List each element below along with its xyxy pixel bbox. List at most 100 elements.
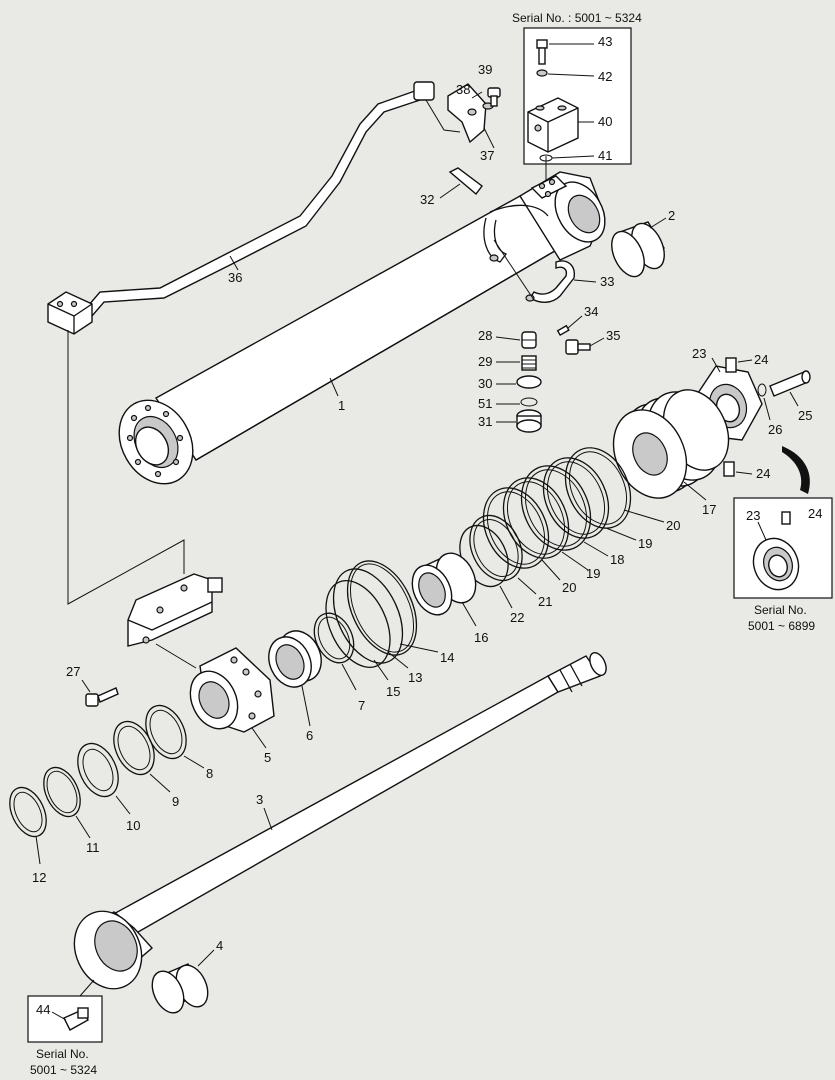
label-8: 8: [206, 766, 213, 781]
piston-rod-3[interactable]: [62, 650, 609, 1000]
set-screw-24-inset: [781, 511, 791, 525]
washer-42[interactable]: [536, 69, 548, 77]
label-14: 14: [440, 650, 454, 665]
piston-17[interactable]: [600, 379, 741, 510]
label-36: 36: [228, 270, 242, 285]
label-26: 26: [768, 422, 782, 437]
ring-14[interactable]: [334, 550, 431, 666]
label-29: 29: [478, 354, 492, 369]
ring-13[interactable]: [320, 558, 417, 674]
label-3: 3: [256, 792, 263, 807]
label-5: 5: [264, 750, 271, 765]
seal-10[interactable]: [70, 737, 126, 803]
seal-11[interactable]: [37, 762, 88, 823]
serial-note-top: Serial No. : 5001 ~ 5324: [512, 11, 642, 25]
valve-28[interactable]: [521, 331, 537, 349]
label-20-upper: 20: [666, 518, 680, 533]
serial-note-right-1: Serial No.: [754, 603, 807, 617]
seal-9[interactable]: [106, 715, 162, 781]
set-screw-24-top[interactable]: [725, 357, 737, 373]
label-25: 25: [798, 408, 812, 423]
pipe-36[interactable]: [72, 81, 435, 317]
clamp-33[interactable]: [525, 260, 575, 303]
label-39: 39: [478, 62, 492, 77]
bushing-6[interactable]: [261, 624, 329, 694]
label-35: 35: [606, 328, 620, 343]
rod-cover-block: [127, 573, 223, 647]
label-18: 18: [610, 552, 624, 567]
label-24-mid: 24: [756, 466, 770, 481]
label-15: 15: [386, 684, 400, 699]
set-screw-24-bottom[interactable]: [723, 461, 735, 477]
label-34: 34: [584, 304, 598, 319]
nut-23-inset: [752, 537, 800, 591]
label-37: 37: [480, 148, 494, 163]
cylinder-tube-1[interactable]: [105, 195, 562, 497]
label-9: 9: [172, 794, 179, 809]
label-16: 16: [474, 630, 488, 645]
label-32: 32: [420, 192, 434, 207]
serial-note-bottom-2: 5001 ~ 5324: [30, 1063, 97, 1077]
label-13: 13: [408, 670, 422, 685]
label-43: 43: [598, 34, 612, 49]
ring-19-upper[interactable]: [531, 447, 621, 548]
label-12: 12: [32, 870, 46, 885]
bolt-35[interactable]: [565, 339, 591, 355]
bushing-16[interactable]: [405, 547, 484, 621]
label-23-inset: 23: [746, 508, 760, 523]
label-20-lower: 20: [562, 580, 576, 595]
bushing-4[interactable]: [146, 960, 214, 1018]
connector-block-36: [47, 291, 93, 335]
block-40[interactable]: [527, 97, 579, 153]
label-33: 33: [600, 274, 614, 289]
label-24-top: 24: [754, 352, 768, 367]
label-24-inset: 24: [808, 506, 822, 521]
pin-34[interactable]: [556, 324, 570, 337]
band-32[interactable]: [448, 167, 549, 263]
ring-30[interactable]: [516, 375, 542, 389]
label-28: 28: [478, 328, 492, 343]
label-10: 10: [126, 818, 140, 833]
label-7: 7: [358, 698, 365, 713]
o-ring-26[interactable]: [757, 383, 767, 397]
label-11: 11: [86, 840, 100, 855]
bolt-27[interactable]: [85, 687, 119, 707]
spring-29[interactable]: [521, 355, 537, 371]
arrow-to-inset-icon: [782, 446, 810, 494]
label-2: 2: [668, 208, 675, 223]
label-42: 42: [598, 69, 612, 84]
grease-fitting-44[interactable]: [63, 1007, 89, 1031]
plug-31[interactable]: [516, 409, 542, 433]
serial-note-bottom-1: Serial No.: [36, 1047, 89, 1061]
label-21: 21: [538, 594, 552, 609]
ring-20-upper[interactable]: [553, 437, 643, 538]
label-23-top: 23: [692, 346, 706, 361]
label-19-lower: 19: [586, 566, 600, 581]
o-ring-51[interactable]: [520, 397, 538, 407]
seal-8[interactable]: [138, 699, 194, 765]
bolt-39[interactable]: [487, 87, 501, 107]
cylinder-head-eye: [519, 171, 606, 261]
seal-12[interactable]: [3, 782, 54, 843]
pin-25[interactable]: [769, 370, 811, 397]
label-41: 41: [598, 148, 612, 163]
ring-20-lower[interactable]: [471, 477, 561, 578]
label-44: 44: [36, 1002, 50, 1017]
label-4: 4: [216, 938, 223, 953]
label-19-upper: 19: [638, 536, 652, 551]
rod-cover-5[interactable]: [181, 647, 275, 736]
ring-19-lower[interactable]: [491, 467, 581, 568]
label-30: 30: [478, 376, 492, 391]
bolt-43[interactable]: [536, 39, 548, 65]
ring-21[interactable]: [460, 507, 532, 589]
label-17: 17: [702, 502, 716, 517]
label-51: 51: [478, 396, 492, 411]
serial-note-right-2: 5001 ~ 6899: [748, 619, 815, 633]
label-22: 22: [510, 610, 524, 625]
label-1: 1: [338, 398, 345, 413]
ring-18[interactable]: [508, 455, 603, 562]
bushing-2[interactable]: [605, 218, 671, 281]
clamp-37[interactable]: [447, 83, 487, 144]
